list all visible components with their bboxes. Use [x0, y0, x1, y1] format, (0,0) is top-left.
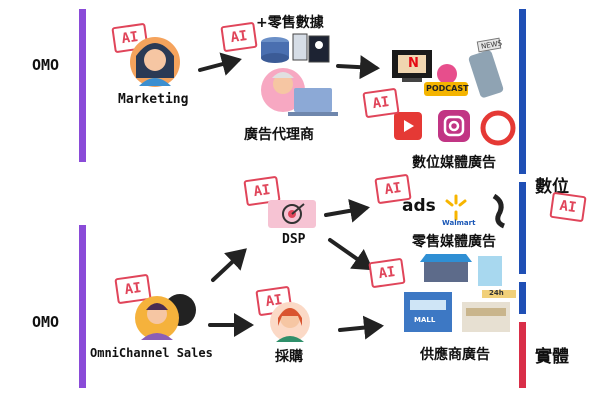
arrow-sales-to-dsp: [211, 248, 247, 282]
walmart-logo-text: Walmart: [442, 219, 476, 227]
dsp-label: DSP: [282, 232, 306, 247]
omo-label-top: OMO: [32, 56, 60, 74]
mall-sign-text: MALL: [414, 316, 436, 324]
omni-sales-label: OmniChannel Sales: [90, 346, 213, 360]
netflix-logo-text: N: [408, 56, 419, 71]
arrow-dsp-to-retail: [324, 198, 370, 223]
retail-media-label: 零售媒體廣告: [412, 234, 496, 250]
arrow-purchasing-to-supplier: [338, 315, 384, 340]
supplier-ads-label: 供應商廣告: [420, 347, 490, 363]
amazon-ads-logo: ads: [402, 196, 436, 216]
marketing-label: Marketing: [118, 92, 189, 107]
arrow-marketing-to-agency: [198, 52, 242, 76]
digital-bar-middle: [519, 182, 526, 274]
omo-bottom-bar: [79, 225, 86, 388]
podcast-logo-text: PODCAST: [426, 84, 469, 93]
digital-media-label: 數位媒體廣告: [412, 155, 496, 171]
store-24h-text: 24h: [489, 289, 504, 297]
physical-bar: [519, 322, 526, 388]
digital-bar-bottom: [519, 282, 526, 314]
omo-label-bottom: OMO: [32, 313, 60, 331]
arrow-agency-to-digital: [336, 55, 380, 80]
arrow-dsp-to-supplier: [328, 238, 374, 271]
physical-label: 實體: [535, 347, 569, 367]
purchasing-label: 採購: [275, 349, 303, 365]
agency-label: 廣告代理商: [244, 127, 314, 143]
digital-bar-top: [519, 9, 526, 174]
omo-top-bar: [79, 9, 86, 162]
retail-data-label: +零售數據: [256, 15, 324, 31]
